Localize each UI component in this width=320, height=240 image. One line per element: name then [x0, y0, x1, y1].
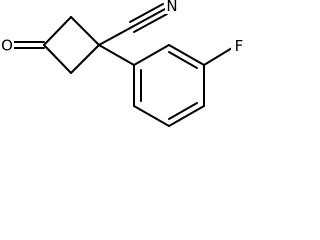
- fluorine-label: F: [235, 37, 244, 55]
- oxygen-label: O: [1, 37, 13, 55]
- nitrile-triple-bond: [98, 3, 168, 46]
- cyclobutane-ring: [43, 16, 100, 74]
- aryl-bond-5: [133, 105, 170, 127]
- ring-bond-right-top: [70, 16, 100, 46]
- chemical-structure-diagram: O N F: [1, 0, 245, 127]
- ring-bond-top: [43, 16, 72, 46]
- fluorine-atom: F: [231, 37, 245, 55]
- aryl-inner-double-3: [168, 102, 198, 120]
- aryl-bond-1: [133, 44, 170, 66]
- ring-to-aryl-bond: [98, 44, 135, 66]
- nitrogen-label: N: [166, 0, 177, 15]
- aryl-bond-4: [168, 105, 205, 127]
- ring-bond-right-bottom: [70, 44, 100, 74]
- aryl-inner-double-2: [168, 51, 198, 69]
- aryl-bond-2: [168, 44, 205, 66]
- carbon-fluorine-bond: [203, 47, 233, 66]
- benzene-ring: [133, 44, 205, 127]
- ring-bond-bottom: [43, 44, 72, 74]
- carbonyl-double-bond: [13, 41, 45, 49]
- nitrogen-atom: N: [165, 0, 179, 15]
- oxygen-atom: O: [1, 36, 14, 55]
